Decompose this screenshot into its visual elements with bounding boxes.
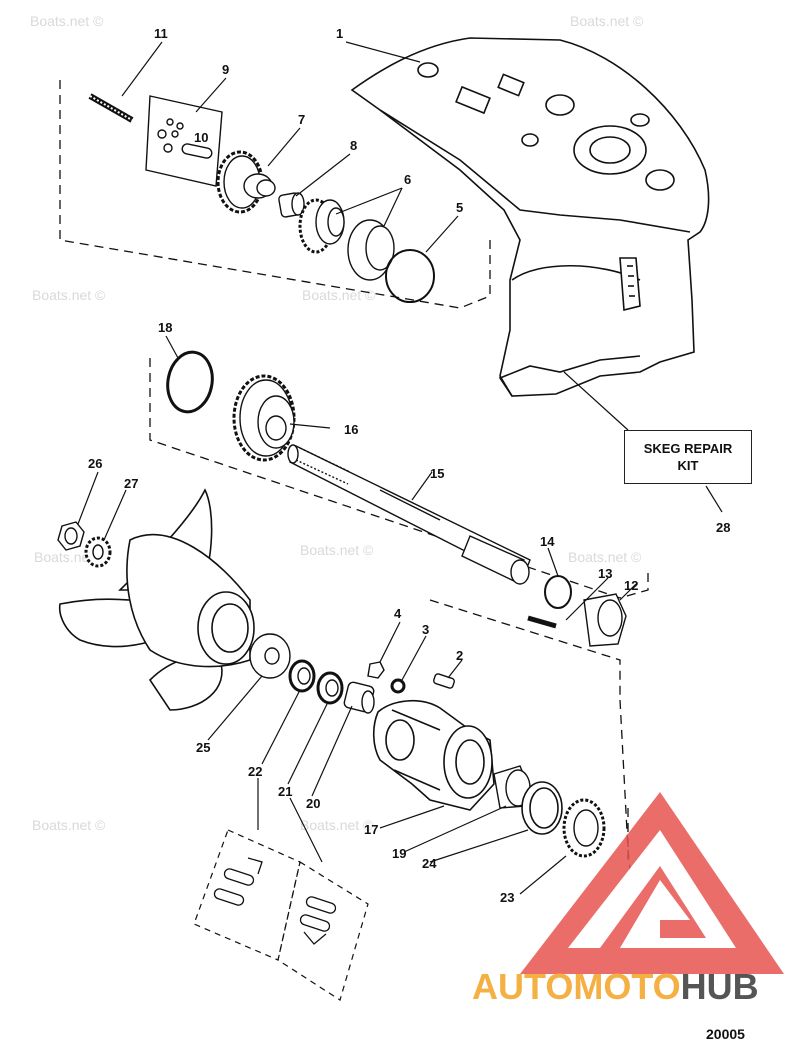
callout-4: 4 [394,606,402,621]
part-11-stud [88,93,134,123]
part-20-bearing [343,681,375,714]
part-4-nut [367,661,385,679]
seal-detail-boxes [193,829,369,1001]
watermark-text: Boats.net © [300,817,374,833]
part-12-clutch [583,593,627,647]
callout-3: 3 [422,622,429,637]
skeg-label-line2: KIT [677,458,699,473]
watermark-text: Boats.net © [570,13,644,29]
part-23-thrust-bearing [562,798,606,858]
callout-8: 8 [350,138,357,153]
callout-21: 21 [278,784,292,799]
part-17-bearing-carrier [372,699,495,811]
watermark-text: Boats.net © [568,549,642,565]
part-16-forward-gear [232,374,296,462]
part-21-oil-seal [316,671,344,705]
callout-15: 15 [430,466,444,481]
callout-2: 2 [456,648,463,663]
skeg-repair-kit-label: SKEG REPAIR KIT [624,430,752,484]
callout-5: 5 [456,200,463,215]
callout-20: 20 [306,796,320,811]
brand-part2: HUB [680,966,759,1007]
skeg-label-line1: SKEG REPAIR [643,441,733,456]
watermark-text: Boats.net © [32,287,106,303]
part-2-stud [433,673,455,689]
callout-18: 18 [158,320,172,335]
callout-17: 17 [364,822,378,837]
callout-6: 6 [404,172,411,187]
watermark-text: Boats.net © [302,287,376,303]
callout-12: 12 [624,578,638,593]
part-7-pinion-gear [216,150,276,214]
callout-24: 24 [422,856,437,871]
propeller [58,488,255,711]
part-8-bearing [278,192,305,218]
callout-11: 11 [154,26,168,41]
part-9-10-decal-plate [145,95,223,187]
leader-lines [77,41,723,895]
watermarks: Boats.net © Boats.net © Boats.net © Boat… [30,13,644,833]
callout-16: 16 [344,422,358,437]
part-14-ring [544,575,572,609]
callout-10: 10 [194,130,208,145]
part-13-pin [527,615,557,629]
figure-number: 20005 [706,1026,745,1042]
part-15-propeller-shaft [287,444,531,585]
callout-25: 25 [196,740,210,755]
gearcase-housing [350,37,710,397]
part-25-thrust-washer [249,633,291,679]
callout-26: 26 [88,456,102,471]
callout-13: 13 [598,566,612,581]
part-3-washer [390,678,406,694]
part-24-thrust-washer [521,781,563,835]
brand-wordmark: AUTOMOTOHUB [472,966,759,1008]
callout-23: 23 [500,890,514,905]
callout-22: 22 [248,764,262,779]
part-6-tapered-bearing [298,198,395,281]
callout-28: 28 [716,520,730,535]
callout-7: 7 [298,112,305,127]
seal-detail-parts [213,857,337,945]
callout-14: 14 [540,534,555,549]
callout-9: 9 [222,62,229,77]
watermark-text: Boats.net © [32,817,106,833]
callout-19: 19 [392,846,406,861]
part-22-oil-seal [288,659,316,693]
watermark-text: Boats.net © [300,542,374,558]
brand-part1: AUTOMOTO [472,966,681,1007]
part-5-shim-ring [385,249,435,303]
callout-numbers: 1 2 3 4 5 6 7 8 9 10 11 12 13 14 15 16 1… [88,26,730,905]
part-26-nut [57,521,85,551]
automotohub-logo-icon [520,792,784,974]
part-18-ring [166,350,214,414]
part-27-tab-washer [84,536,112,568]
watermark-text: Boats.net © [30,13,104,29]
callout-27: 27 [124,476,138,491]
callout-1: 1 [336,26,343,41]
